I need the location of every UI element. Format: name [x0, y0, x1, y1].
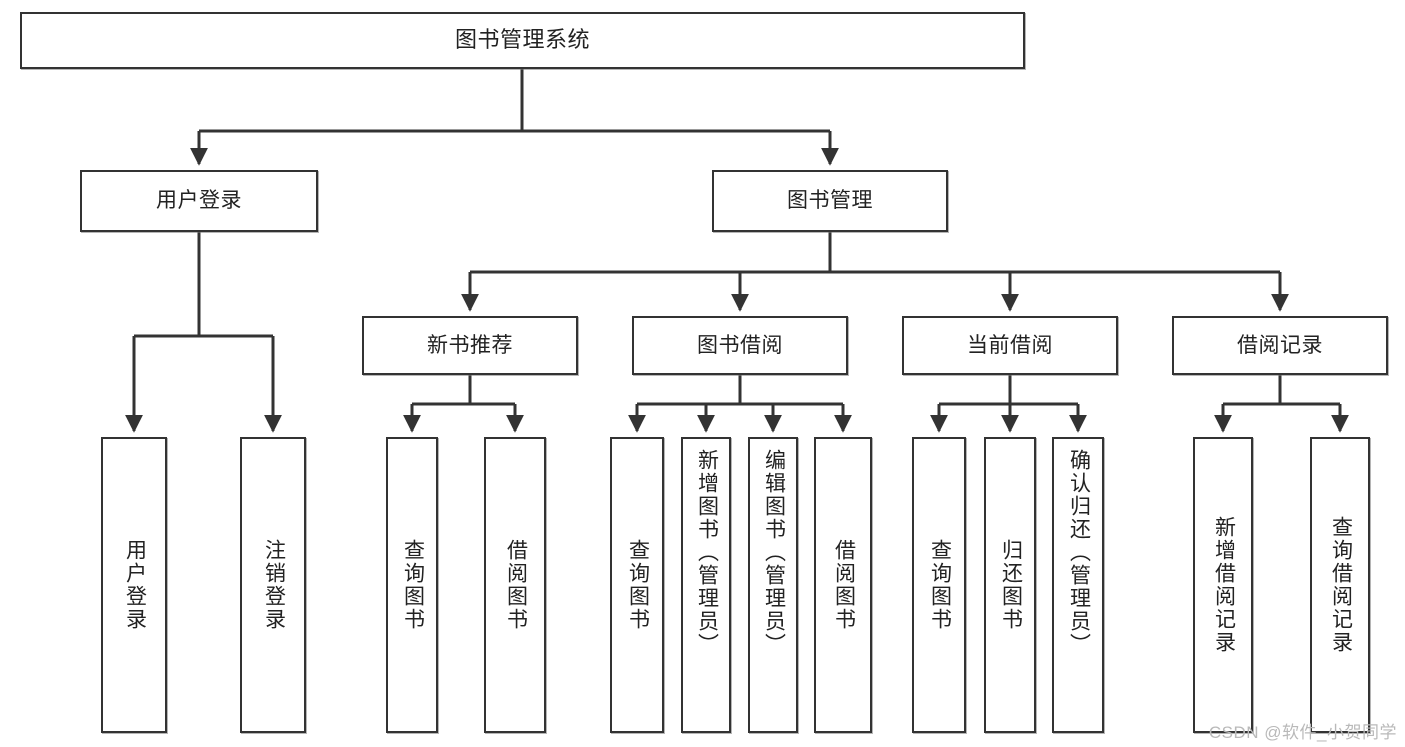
node-new-book-recommend[interactable]: 新书推荐 [362, 316, 578, 375]
node-leaf-borrow-book-2-label: 借阅图书 [832, 539, 856, 631]
node-root[interactable]: 图书管理系统 [20, 12, 1025, 69]
node-borrow-record-label: 借阅记录 [1237, 333, 1323, 357]
node-leaf-user-login[interactable]: 用户登录 [101, 437, 167, 733]
node-leaf-query-book-2[interactable]: 查询图书 [610, 437, 664, 733]
node-leaf-confirm-return[interactable]: 确认归还（管理员） [1052, 437, 1104, 733]
node-new-book-recommend-label: 新书推荐 [427, 333, 513, 357]
node-book-manage[interactable]: 图书管理 [712, 170, 948, 232]
node-leaf-query-borrow-record[interactable]: 查询借阅记录 [1310, 437, 1370, 733]
node-leaf-return-book[interactable]: 归还图书 [984, 437, 1036, 733]
node-leaf-query-book-2-label: 查询图书 [626, 539, 650, 631]
node-book-borrow-label: 图书借阅 [697, 333, 783, 357]
node-leaf-query-book-1-label: 查询图书 [401, 539, 425, 631]
node-leaf-return-book-label: 归还图书 [999, 539, 1023, 631]
node-leaf-logout-login[interactable]: 注销登录 [240, 437, 306, 733]
node-book-borrow[interactable]: 图书借阅 [632, 316, 848, 375]
node-leaf-borrow-book-1[interactable]: 借阅图书 [484, 437, 546, 733]
node-leaf-query-book-3-label: 查询图书 [928, 539, 952, 631]
node-user-login[interactable]: 用户登录 [80, 170, 318, 232]
watermark: CSDN @软件_小贺同学 [1208, 723, 1397, 742]
node-leaf-logout-login-label: 注销登录 [262, 539, 286, 631]
node-leaf-query-book-1[interactable]: 查询图书 [386, 437, 438, 733]
node-book-manage-label: 图书管理 [787, 189, 873, 213]
node-leaf-edit-book-admin[interactable]: 编辑图书（管理员） [748, 437, 798, 733]
node-current-borrow[interactable]: 当前借阅 [902, 316, 1118, 375]
node-leaf-add-book-admin[interactable]: 新增图书（管理员） [681, 437, 731, 733]
node-leaf-add-book-admin-label: 新增图书（管理员） [695, 449, 719, 656]
node-leaf-add-borrow-record-label: 新增借阅记录 [1212, 516, 1236, 654]
node-leaf-add-borrow-record[interactable]: 新增借阅记录 [1193, 437, 1253, 733]
node-borrow-record[interactable]: 借阅记录 [1172, 316, 1388, 375]
node-current-borrow-label: 当前借阅 [967, 333, 1053, 357]
node-leaf-edit-book-admin-label: 编辑图书（管理员） [762, 449, 786, 656]
node-leaf-confirm-return-label: 确认归还（管理员） [1067, 449, 1091, 656]
node-leaf-borrow-book-1-label: 借阅图书 [504, 539, 528, 631]
node-leaf-user-login-label: 用户登录 [123, 539, 147, 631]
node-root-label: 图书管理系统 [454, 27, 590, 53]
node-leaf-query-book-3[interactable]: 查询图书 [912, 437, 966, 733]
node-leaf-query-borrow-record-label: 查询借阅记录 [1329, 516, 1353, 654]
node-user-login-label: 用户登录 [156, 189, 242, 213]
node-leaf-borrow-book-2[interactable]: 借阅图书 [814, 437, 872, 733]
